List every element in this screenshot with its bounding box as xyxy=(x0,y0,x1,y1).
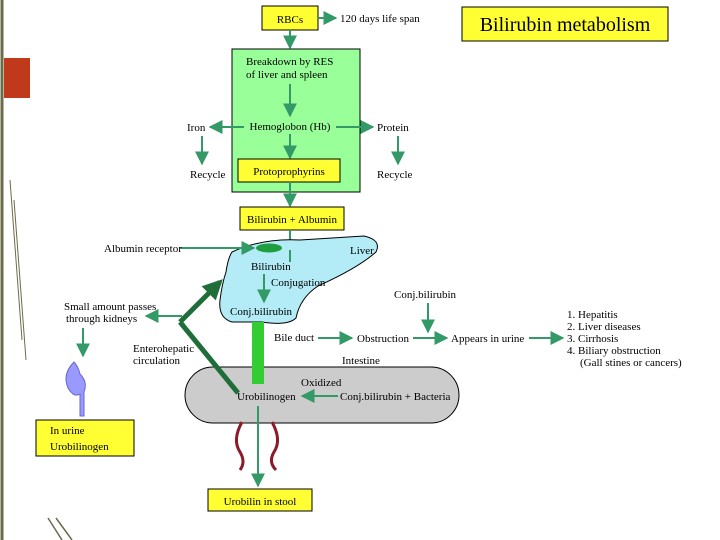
cause-item: 2. Liver diseases xyxy=(567,321,641,333)
enterohepatic-line2: circulation xyxy=(133,355,181,367)
conj-bilirubin-bacteria-label: Conj.bilirubin + Bacteria xyxy=(340,391,450,403)
bilirubin-albumin-label: Bilirubin + Albumin xyxy=(247,214,337,226)
liver-label: Liver xyxy=(350,245,374,257)
obstruction-label: Obstruction xyxy=(357,333,409,345)
intestine-label: Intestine xyxy=(342,355,380,367)
hemoglobin-label: Hemoglobon (Hb) xyxy=(250,121,331,133)
small-amount-line2: through kidneys xyxy=(66,313,137,325)
recycle-left-label: Recycle xyxy=(190,169,226,181)
conj-bilirubin-top-label: Conj.bilirubin xyxy=(394,289,457,301)
urine-line1: In urine xyxy=(50,425,85,437)
cause-item: 1. Hepatitis xyxy=(567,309,618,321)
protoporphyrins-label: Protoprophyrins xyxy=(253,166,325,178)
cause-item: 3. Cirrhosis xyxy=(567,333,618,345)
conjugation-label: Conjugation xyxy=(271,277,326,289)
urobilinogen-label: Urobilinogen xyxy=(237,391,296,403)
urine-box xyxy=(35,419,135,457)
albumin-receptor-shape xyxy=(256,243,282,253)
slide-corner-streak xyxy=(47,517,63,540)
enterohepatic-line-lower xyxy=(178,320,240,395)
urine-line2: Urobilinogen xyxy=(50,441,109,453)
recycle-right-label: Recycle xyxy=(377,169,413,181)
urobilin-stool-box xyxy=(207,488,313,512)
urobilin-stool-label: Urobilin in stool xyxy=(224,496,297,508)
diagram-title: Bilirubin metabolism xyxy=(480,14,651,36)
slide-border-streak xyxy=(13,199,27,361)
small-amount-line1: Small amount passes xyxy=(64,301,156,313)
cause-item: 4. Biliary obstruction xyxy=(567,345,661,357)
life-span-label: 120 days life span xyxy=(340,13,420,25)
slide-border-streak xyxy=(9,179,23,341)
bilirubin-albumin-box xyxy=(239,206,345,231)
appears-in-urine-label: Appears in urine xyxy=(451,333,524,345)
iron-label: Iron xyxy=(187,122,206,134)
protein-label: Protein xyxy=(377,122,409,134)
breakdown-line2: of liver and spleen xyxy=(246,69,328,81)
oxidized-label: Oxidized xyxy=(301,377,342,389)
intestine-loop-right xyxy=(269,421,279,472)
bilirubin-label: Bilirubin xyxy=(251,261,291,273)
enterohepatic-arrow-upper xyxy=(178,279,223,324)
rbcs-label: RBCs xyxy=(277,14,303,26)
slide-accent-block xyxy=(4,58,30,98)
cause-item: (Gall stines or cancers) xyxy=(580,357,682,369)
albumin-receptor-label: Albumin receptor xyxy=(104,243,182,255)
intestine-loop-left xyxy=(235,421,245,471)
bile-duct-tube-end xyxy=(252,362,264,384)
bile-duct-label: Bile duct xyxy=(274,332,314,344)
title-box xyxy=(461,6,669,42)
conj-bilirubin-liver-label: Conj.bilirubin xyxy=(230,306,293,318)
kidney-shape xyxy=(65,361,86,417)
enterohepatic-line1: Enterohepatic xyxy=(133,343,194,355)
slide-corner-streak xyxy=(55,517,73,540)
breakdown-line1: Breakdown by RES xyxy=(246,56,333,68)
